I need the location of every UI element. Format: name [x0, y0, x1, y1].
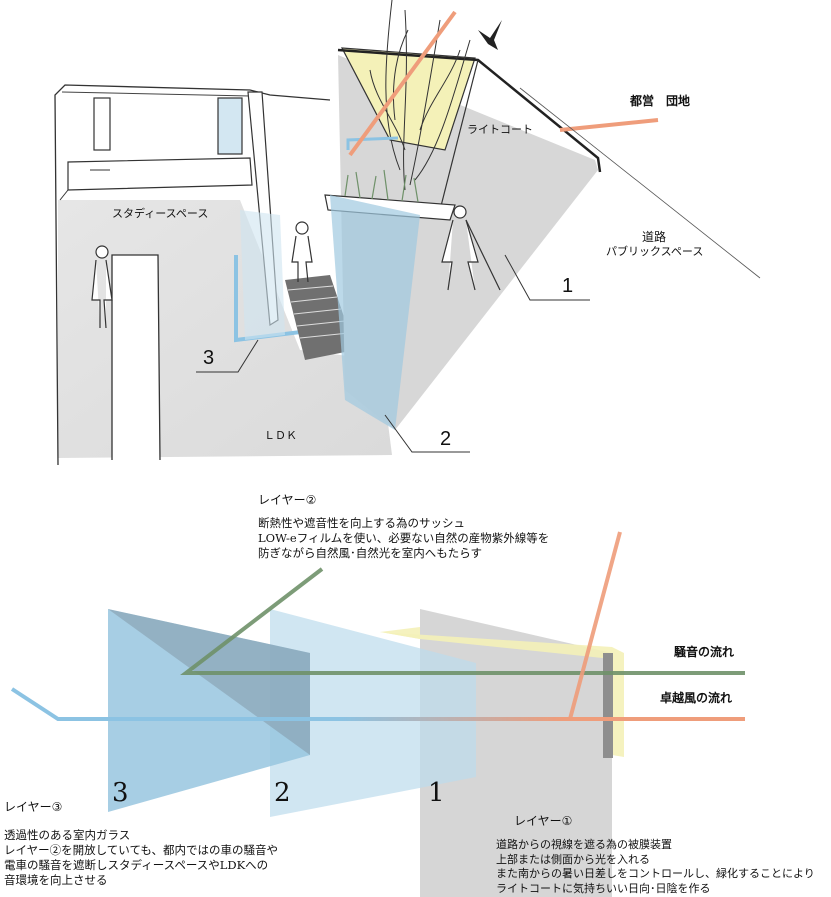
layer3-title: レイヤー③: [4, 800, 63, 814]
layer2-title: レイヤー②: [258, 493, 317, 507]
wind-flow-line: [10, 687, 745, 721]
bird-icon: [478, 20, 502, 50]
callout-2-leader: [384, 414, 470, 453]
layer1-line-1: 道路からの視線を遮る為の被膜装置: [496, 838, 672, 851]
stair: [285, 275, 355, 360]
panel-number-2: 2: [274, 778, 291, 808]
layer3-glass: [240, 210, 285, 340]
noise-flow-line: [180, 567, 745, 675]
layer2-description: 断熱性や遮音性を向上する為のサッシュ LOW-eフィルムを使い、必要ない自然の産…: [258, 516, 549, 561]
person-figure-stair: [291, 221, 313, 283]
study-space-label: スタディースペース: [112, 207, 209, 220]
public-space-label: パブリックスペース: [606, 245, 704, 258]
layer3-line-1: 透過性のある室内ガラス: [4, 828, 131, 842]
back-wall: [54, 84, 331, 466]
layer-diagram: [10, 531, 745, 897]
callout-2-number: 2: [440, 428, 452, 450]
layer3-line-2: レイヤー②を開放していても、都内ではの車の騒音や: [4, 843, 279, 857]
layer3-panel: [108, 609, 310, 812]
wind-flow-label: 卓越風の流れ: [660, 691, 733, 705]
window-right: [217, 97, 243, 155]
layer1-description: 道路からの視線を遮る為の被膜装置 上部または側面から光を入れる また南からの暑い…: [496, 838, 815, 896]
layer2-glass-panel: [330, 195, 420, 430]
wind-line-right: [559, 118, 659, 132]
layer3-description: 透過性のある室内ガラス レイヤー②を開放していても、都内ではの車の騒音や 電車の…: [4, 828, 278, 888]
window-left: [93, 97, 111, 151]
callout-3-leader: [196, 339, 259, 373]
layer2-panel: [270, 609, 476, 817]
doorway: [111, 254, 161, 461]
layer1-post: [603, 653, 613, 758]
wind-diagonal: [568, 531, 622, 720]
study-desk: [67, 157, 253, 191]
road-label: 道路: [642, 230, 667, 244]
tree: [369, 0, 471, 191]
layer3-line-3: 電車の騒音を遮断しスタディースペースやLDKへの: [4, 858, 269, 872]
light-court-label: ライトコート: [467, 123, 533, 136]
layer2-line-3: 防ぎながら自然風･自然光を室内へもたらす: [258, 546, 483, 560]
layer1-line-3: また南からの暑い日差しをコントロールし、緑化することにより: [496, 867, 815, 880]
layer1-line-2: 上部または側面から光を入れる: [496, 852, 650, 866]
road-line: [519, 87, 761, 279]
ldk-label: ＬＤＫ: [264, 429, 297, 442]
layer2-line-1: 断熱性や遮音性を向上する為のサッシュ: [258, 516, 465, 530]
noise-flow-label: 騒音の流れ: [674, 645, 735, 659]
light-court-roof: [340, 47, 476, 151]
layer1-title: レイヤー①: [514, 814, 573, 828]
layer2-line-2: LOW-eフィルムを使い、必要ない自然の産物紫外線等を: [258, 531, 550, 545]
callout-1-leader: [504, 254, 590, 301]
person-figure-left: [91, 245, 113, 329]
callout-3-number: 3: [203, 347, 215, 369]
wind-line-top: [348, 10, 457, 157]
perspective-sketch: [54, 0, 761, 466]
public-housing-label: 都営 団地: [630, 94, 691, 108]
person-figure-right: [441, 205, 501, 291]
panel-number-3: 3: [112, 778, 129, 808]
callout-1-number: 1: [562, 275, 574, 297]
screen-top-edge: [337, 48, 602, 173]
panel-number-1: 1: [428, 778, 445, 808]
layer3-line-4: 音環境を向上させる: [4, 873, 108, 887]
layer1-line-4: ライトコートに気持ちいい日向･日陰を作る: [496, 881, 711, 895]
